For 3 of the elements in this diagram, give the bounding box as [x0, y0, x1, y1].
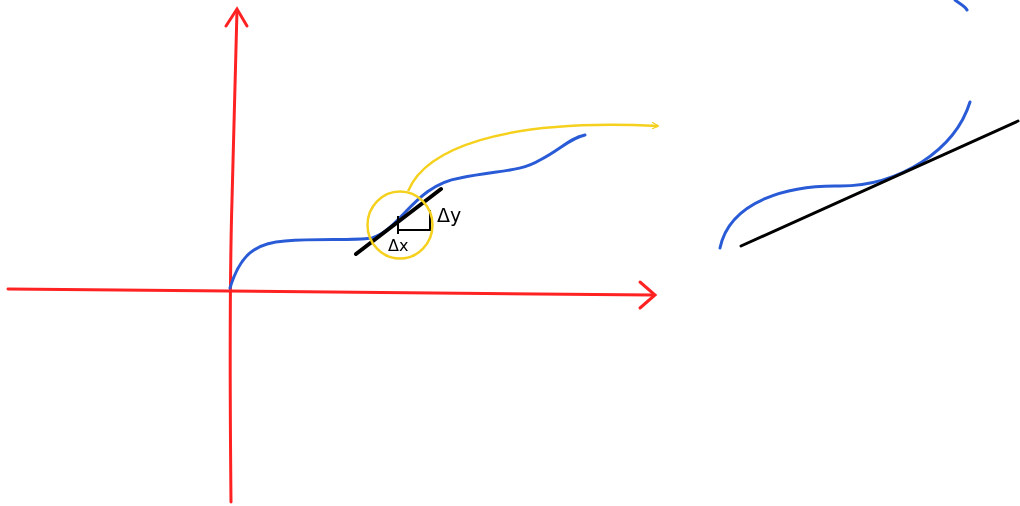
arrow — [407, 121, 660, 192]
delta-label: Δx — [388, 238, 409, 254]
highlight-circle — [366, 190, 434, 260]
